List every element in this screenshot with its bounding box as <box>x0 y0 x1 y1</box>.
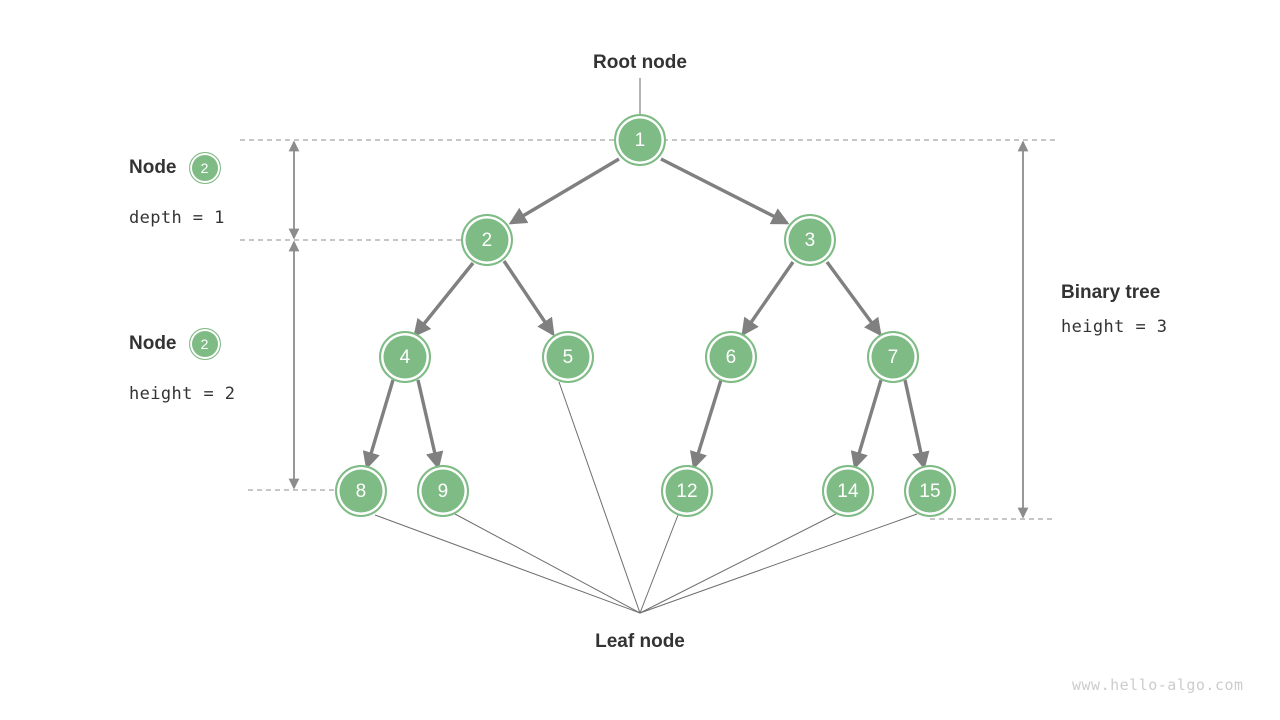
edge-3-6 <box>741 261 795 337</box>
node-height-detail: height = 2 <box>129 384 236 404</box>
guide-lines <box>240 139 1055 520</box>
node-depth-badge: 2 <box>188 152 221 184</box>
leaf-pointer-14 <box>639 513 837 614</box>
node-height-label: Node <box>129 333 177 354</box>
edge-7-15 <box>903 379 930 470</box>
edge-4-8 <box>362 379 395 470</box>
tree-node-8[interactable]: 8 <box>335 465 387 517</box>
edge-1-3 <box>660 157 790 225</box>
tree-node-3[interactable]: 3 <box>784 214 836 266</box>
leaf-node-label: Leaf node <box>595 631 685 652</box>
tree-node-15[interactable]: 15 <box>904 465 956 517</box>
tree-node-5[interactable]: 5 <box>542 331 594 383</box>
binary-tree-label: Binary tree <box>1061 282 1161 303</box>
leaf-pointer-5 <box>558 381 641 614</box>
tree-node-2[interactable]: 2 <box>461 214 513 266</box>
tree-node-12[interactable]: 12 <box>661 465 713 517</box>
tree-node-6[interactable]: 6 <box>705 331 757 383</box>
dimension-arrows <box>288 140 1029 519</box>
binary-tree-height-detail: height = 3 <box>1061 317 1168 337</box>
node-depth-label: Node <box>129 157 177 178</box>
tree-edges <box>362 157 930 470</box>
edge-7-14 <box>850 379 883 470</box>
edge-1-2 <box>508 157 620 225</box>
tree-node-4[interactable]: 4 <box>379 331 431 383</box>
node-height-badge: 2 <box>188 328 221 360</box>
tree-node-9[interactable]: 9 <box>417 465 469 517</box>
node-depth-annotation: Node 2 <box>129 152 221 184</box>
root-node-label: Root node <box>593 52 687 73</box>
leaf-pointer-15 <box>639 513 918 614</box>
edge-3-7 <box>825 260 882 337</box>
edge-2-5 <box>502 260 555 337</box>
leaf-pointer-12 <box>639 514 679 614</box>
leaf-pointer-9 <box>454 513 641 614</box>
edge-6-12 <box>689 379 723 470</box>
node-height-annotation: Node 2 <box>129 328 221 360</box>
watermark: www.hello-algo.com <box>1072 676 1244 694</box>
edge-2-4 <box>413 261 475 338</box>
leaf-pointer-8 <box>374 514 641 614</box>
node-depth-detail: depth = 1 <box>129 208 225 228</box>
tree-node-1[interactable]: 1 <box>614 114 666 166</box>
tree-node-14[interactable]: 14 <box>822 465 874 517</box>
tree-node-7[interactable]: 7 <box>867 331 919 383</box>
edge-4-9 <box>416 379 444 470</box>
